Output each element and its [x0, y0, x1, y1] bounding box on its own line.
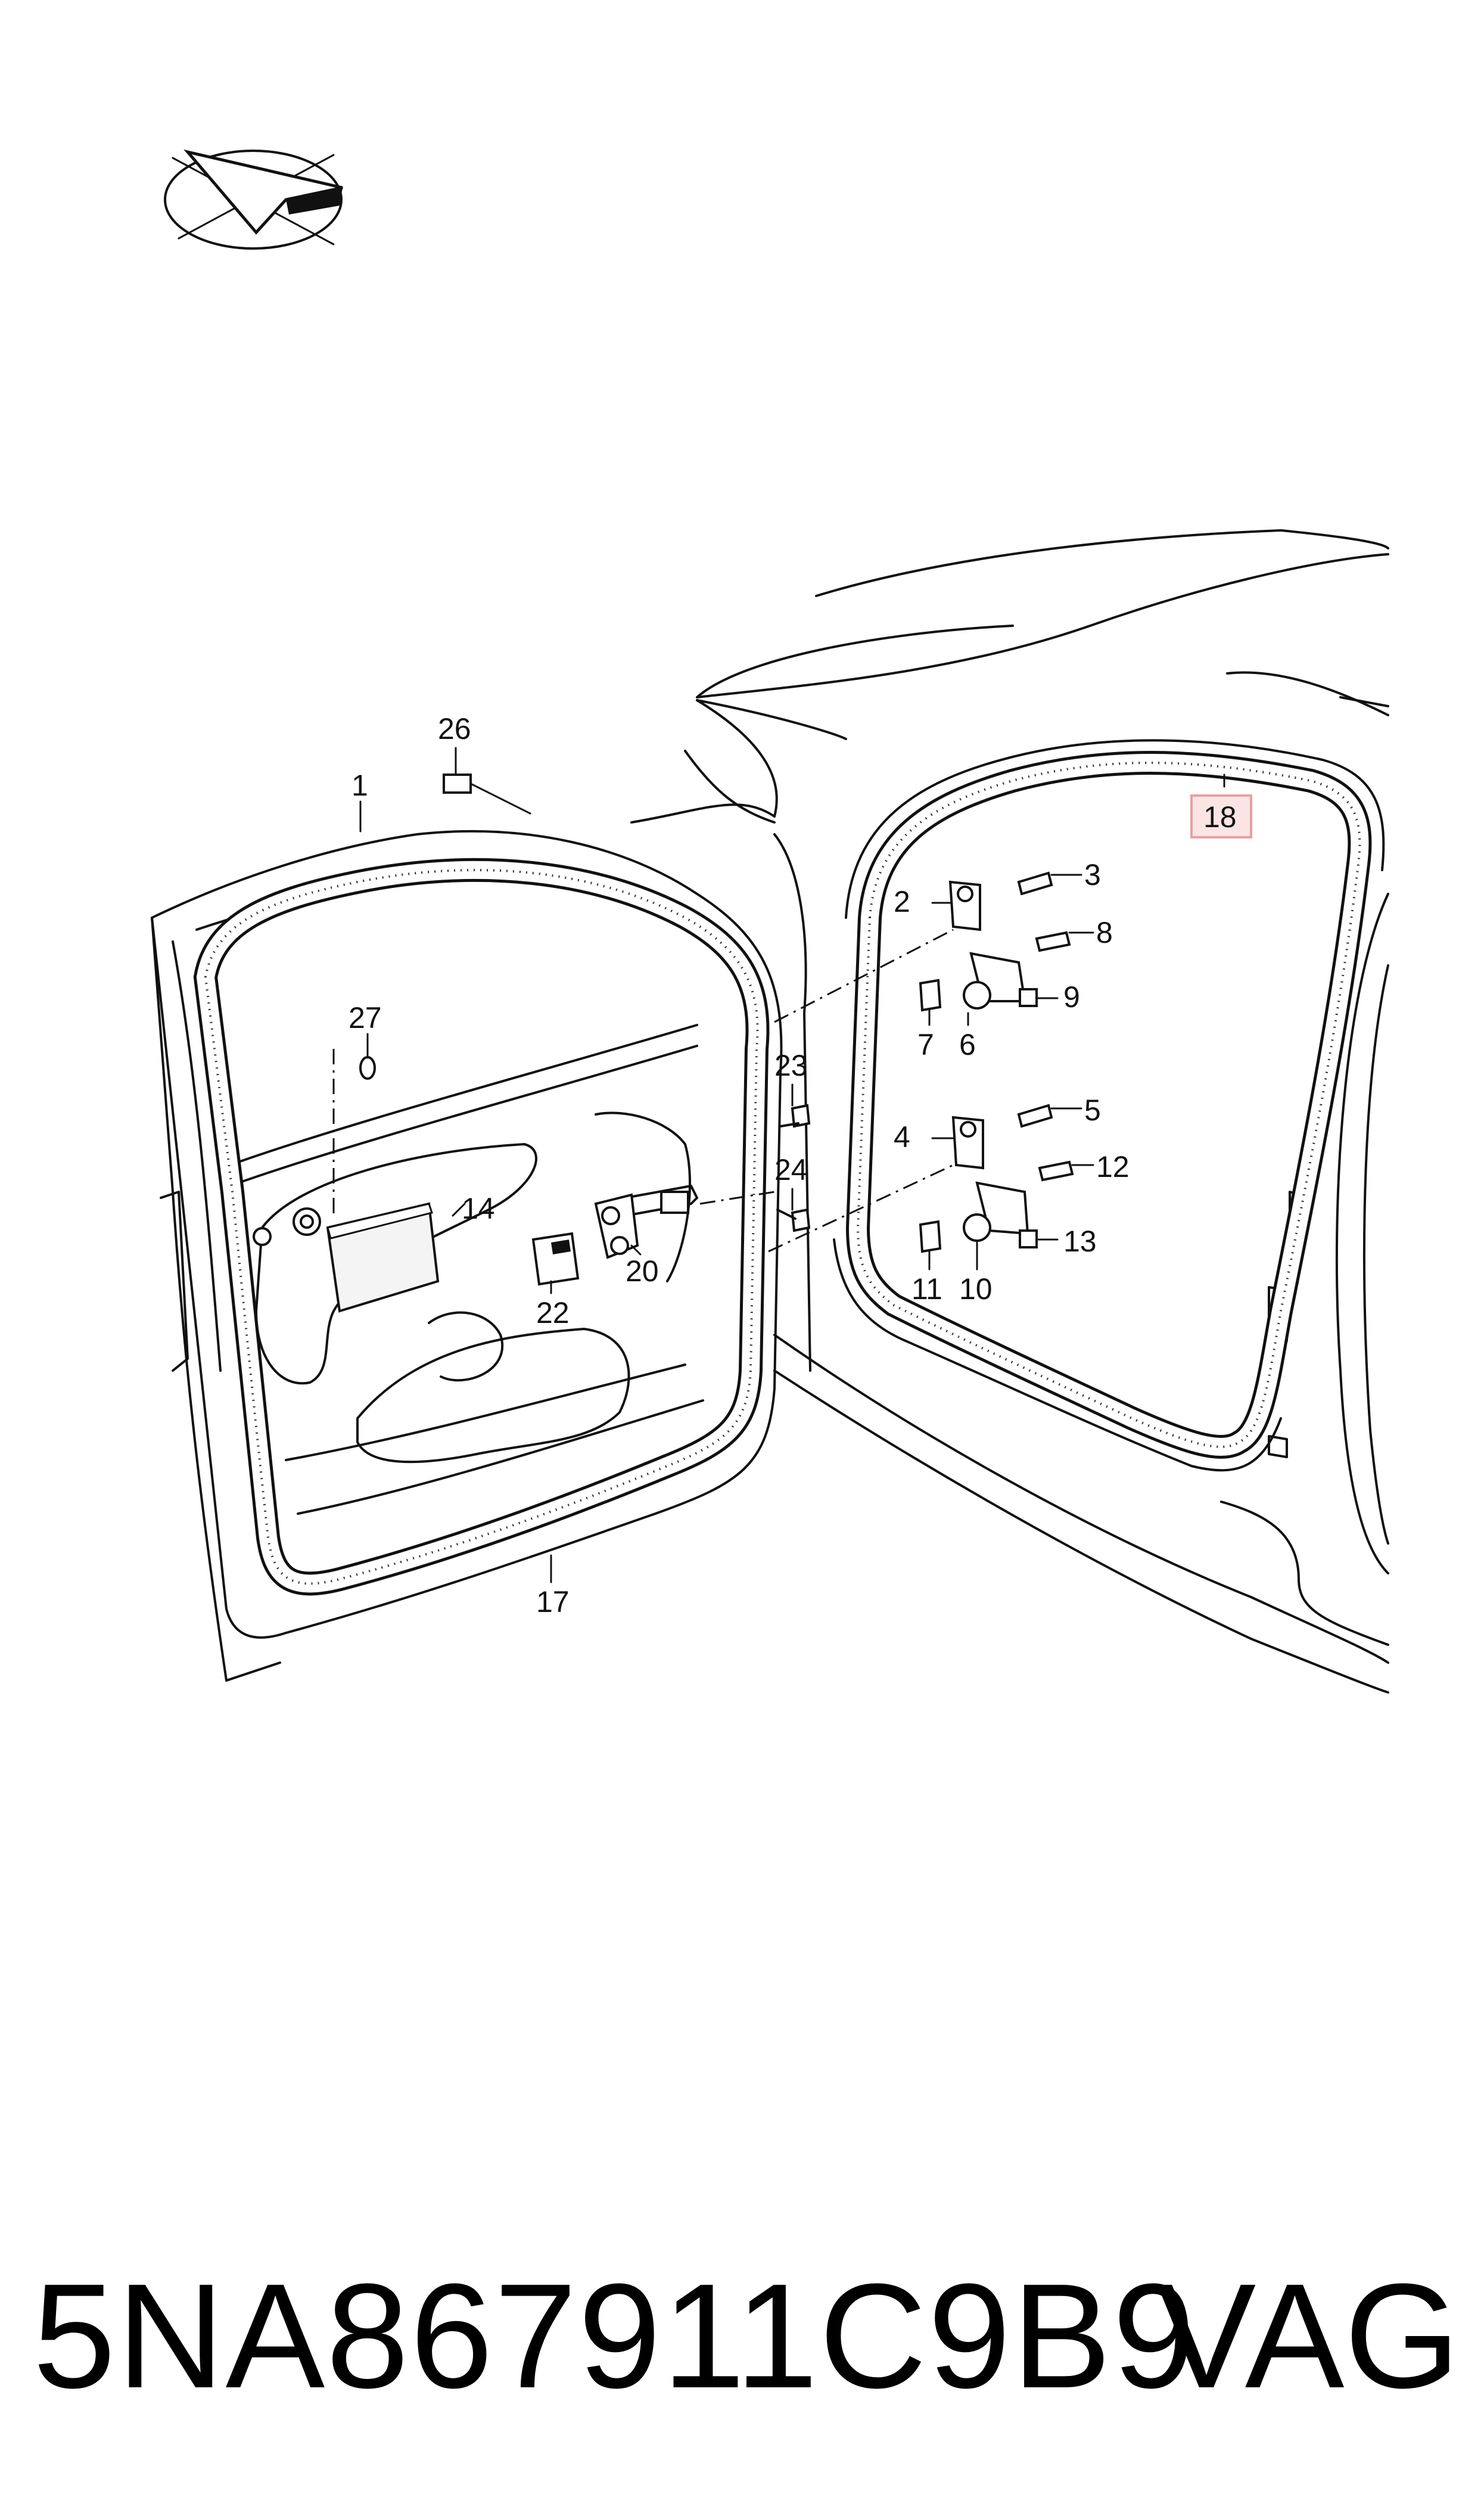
callout-labels: 1 2 3 4 5 6 7 8 9 10 11 12 13 14 17 18 2… — [349, 712, 1237, 1619]
callout-12: 12 — [1096, 1150, 1130, 1184]
bolt-24 — [776, 1208, 811, 1232]
callout-4: 4 — [894, 1120, 910, 1154]
upper-hinge — [919, 871, 1071, 1012]
car-body-outline — [630, 529, 1389, 1694]
body-door-seal — [833, 739, 1385, 1472]
callout-leaders — [359, 747, 1225, 1583]
door-seal — [193, 858, 770, 1596]
footer: 5NA867911C9B9 VAG — [0, 2247, 1484, 2425]
callout-1: 1 — [351, 769, 368, 802]
callout-3: 3 — [1084, 858, 1101, 892]
door-inner-panel — [253, 1111, 704, 1515]
callout-11: 11 — [911, 1272, 942, 1306]
part-number: 5NA867911C9B9 — [33, 2253, 1197, 2419]
callout-26: 26 — [438, 712, 471, 746]
callout-18-highlight — [1190, 794, 1252, 838]
door-contact-switch — [531, 1232, 580, 1286]
lower-hinge — [919, 1104, 1074, 1253]
callout-20: 20 — [626, 1254, 659, 1288]
callout-10: 10 — [959, 1272, 993, 1306]
callout-13: 13 — [1063, 1225, 1097, 1258]
assembly-lines — [332, 928, 954, 1253]
callout-22: 22 — [536, 1296, 570, 1330]
callout-18: 18 — [1203, 800, 1237, 834]
door-check-strap — [594, 1185, 698, 1259]
brand-label: VAG — [1156, 2253, 1460, 2419]
callout-2: 2 — [894, 885, 910, 918]
clip-27 — [359, 1056, 376, 1080]
label-26 — [443, 774, 472, 794]
callout-7: 7 — [917, 1028, 934, 1061]
callout-14: 14 — [462, 1192, 495, 1225]
callout-5: 5 — [1084, 1094, 1101, 1127]
callout-23: 23 — [774, 1049, 808, 1082]
bolt-23 — [779, 1104, 811, 1128]
orientation-arrow-icon — [164, 149, 343, 250]
callout-24: 24 — [774, 1153, 808, 1186]
callout-27: 27 — [349, 1001, 382, 1035]
callout-6: 6 — [959, 1028, 976, 1061]
callout-17: 17 — [536, 1585, 570, 1619]
callout-9: 9 — [1063, 980, 1080, 1014]
callout-8: 8 — [1096, 916, 1113, 949]
damping-pad — [326, 1202, 440, 1313]
